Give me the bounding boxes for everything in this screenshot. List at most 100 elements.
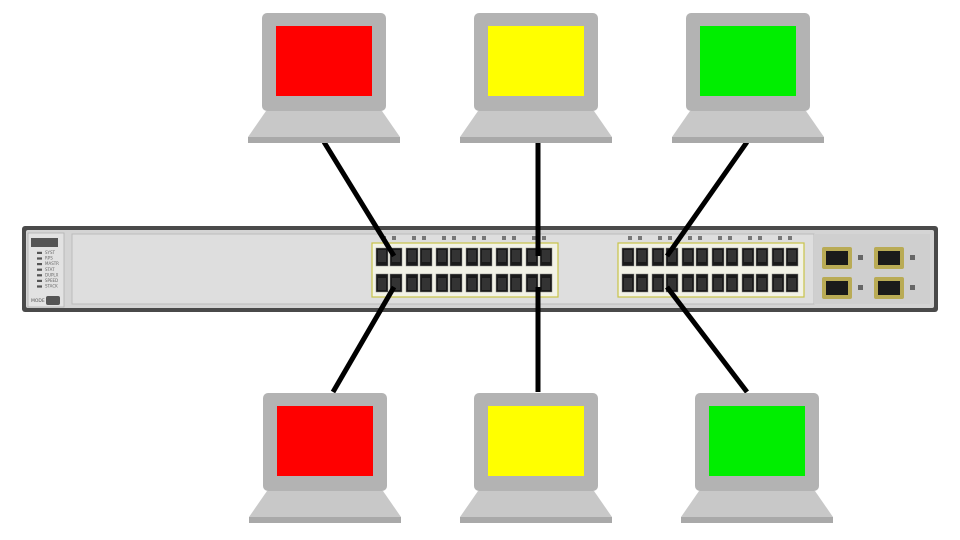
- ethernet-port-contacts: [408, 250, 416, 262]
- ethernet-port-contacts: [684, 278, 692, 290]
- ethernet-port-contacts: [542, 278, 550, 290]
- laptop-base-edge: [460, 137, 612, 143]
- ethernet-port-contacts: [698, 278, 706, 290]
- ethernet-port-contacts: [714, 250, 722, 262]
- ethernet-port-contacts: [774, 250, 782, 262]
- laptop-base-edge: [460, 517, 612, 523]
- ethernet-port-contacts: [528, 250, 536, 262]
- ethernet-port-contacts: [498, 250, 506, 262]
- ethernet-port-contacts: [378, 250, 386, 262]
- port-led: [718, 236, 722, 240]
- port-led: [482, 236, 486, 240]
- port-led: [758, 236, 762, 240]
- ethernet-port-contacts: [422, 250, 430, 262]
- laptop-bottom-center[interactable]: [460, 393, 612, 523]
- laptop-screen: [488, 26, 584, 96]
- laptop-base-edge: [249, 517, 401, 523]
- laptop-bottom-right[interactable]: [681, 393, 833, 523]
- sfp-led: [910, 255, 915, 260]
- laptop-keyboard-base: [672, 111, 824, 137]
- uplink-ports: [822, 247, 915, 299]
- laptops: [248, 13, 833, 523]
- port-led: [542, 236, 546, 240]
- ethernet-port-contacts: [438, 250, 446, 262]
- laptop-screen: [709, 406, 805, 476]
- laptop-top-right[interactable]: [672, 13, 824, 143]
- status-led-label: MASTR: [45, 261, 59, 266]
- ethernet-port-contacts: [378, 278, 386, 290]
- ethernet-port-contacts: [512, 278, 520, 290]
- status-led: [37, 263, 42, 266]
- ethernet-port-contacts: [482, 278, 490, 290]
- ethernet-port-contacts: [422, 278, 430, 290]
- status-led-label: DUPLX: [45, 272, 59, 277]
- laptop-screen: [700, 26, 796, 96]
- port-led: [688, 236, 692, 240]
- status-led: [37, 251, 42, 254]
- ethernet-port-contacts: [654, 250, 662, 262]
- ethernet-port-contacts: [624, 250, 632, 262]
- laptop-top-center[interactable]: [460, 13, 612, 143]
- ethernet-port-contacts: [744, 250, 752, 262]
- port-bank-1: [371, 236, 559, 298]
- port-led: [502, 236, 506, 240]
- laptop-keyboard-base: [248, 111, 400, 137]
- sfp-led: [910, 285, 915, 290]
- cable-bottom-right: [665, 285, 749, 394]
- cable-bottom-left: [330, 285, 397, 394]
- ethernet-port-contacts: [468, 250, 476, 262]
- ethernet-port-contacts: [498, 278, 506, 290]
- sfp-port[interactable]: [878, 251, 900, 265]
- port-led: [778, 236, 782, 240]
- cables: [321, 140, 750, 394]
- sfp-port[interactable]: [826, 251, 848, 265]
- ethernet-port-contacts: [482, 250, 490, 262]
- ethernet-port-contacts: [728, 250, 736, 262]
- ethernet-port-contacts: [624, 278, 632, 290]
- port-led: [532, 236, 536, 240]
- sfp-port[interactable]: [826, 281, 848, 295]
- ethernet-port-contacts: [638, 278, 646, 290]
- ethernet-port-contacts: [438, 278, 446, 290]
- laptop-keyboard-base: [681, 491, 833, 517]
- laptop-screen: [277, 406, 373, 476]
- ethernet-port-contacts: [542, 250, 550, 262]
- port-banks: [371, 236, 805, 298]
- ethernet-port-contacts: [758, 250, 766, 262]
- laptop-keyboard-base: [249, 491, 401, 517]
- sfp-led: [858, 285, 863, 290]
- port-led: [658, 236, 662, 240]
- port-led: [728, 236, 732, 240]
- sfp-port[interactable]: [878, 281, 900, 295]
- ethernet-port-contacts: [744, 278, 752, 290]
- port-led: [442, 236, 446, 240]
- ethernet-port-contacts: [452, 278, 460, 290]
- port-led: [392, 236, 396, 240]
- status-led: [37, 268, 42, 271]
- status-led-label: STAT: [45, 267, 55, 272]
- status-led: [37, 279, 42, 282]
- port-led: [512, 236, 516, 240]
- status-led: [37, 257, 42, 260]
- laptop-top-left[interactable]: [248, 13, 400, 143]
- status-led-label: STACK: [45, 284, 58, 289]
- port-led: [452, 236, 456, 240]
- port-led: [748, 236, 752, 240]
- ethernet-port-contacts: [698, 250, 706, 262]
- ethernet-port-contacts: [758, 278, 766, 290]
- port-bank-2: [617, 236, 805, 298]
- ethernet-port-contacts: [684, 250, 692, 262]
- laptop-bottom-left[interactable]: [249, 393, 401, 523]
- port-led: [698, 236, 702, 240]
- status-led: [37, 274, 42, 277]
- cable-top-right: [664, 140, 750, 258]
- port-led: [668, 236, 672, 240]
- mode-button[interactable]: [46, 296, 60, 305]
- port-led: [638, 236, 642, 240]
- status-led: [37, 285, 42, 288]
- cable-top-left: [321, 140, 397, 258]
- status-led-label: RPS: [45, 256, 53, 261]
